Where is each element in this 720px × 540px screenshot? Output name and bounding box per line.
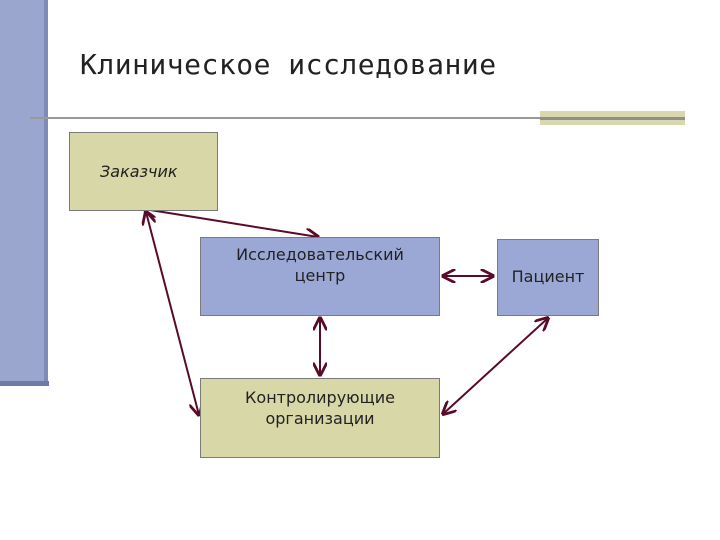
node-patient-label: Пациент [511, 267, 585, 286]
node-customer: Заказчик [69, 132, 218, 211]
node-patient: Пациент [497, 239, 599, 316]
node-customer-label: Заказчик [100, 162, 178, 181]
node-control-organizations: Контролирующие организации [200, 378, 440, 458]
title-accent-rule [540, 117, 685, 120]
side-bar-edge [44, 0, 48, 386]
node-research-center-label: Исследовательский центр [236, 245, 404, 285]
node-research-center: Исследовательский центр [200, 237, 440, 316]
arrow-customer-control [146, 212, 199, 415]
side-bar-decoration [0, 0, 47, 384]
side-bar-shadow [0, 381, 49, 386]
arrow-customer-research [144, 209, 318, 237]
node-control-organizations-label: Контролирующие организации [245, 388, 395, 428]
arrow-patient-control [443, 318, 548, 414]
title-underline [30, 117, 684, 119]
slide-title: Клиническое исследование [80, 48, 497, 81]
